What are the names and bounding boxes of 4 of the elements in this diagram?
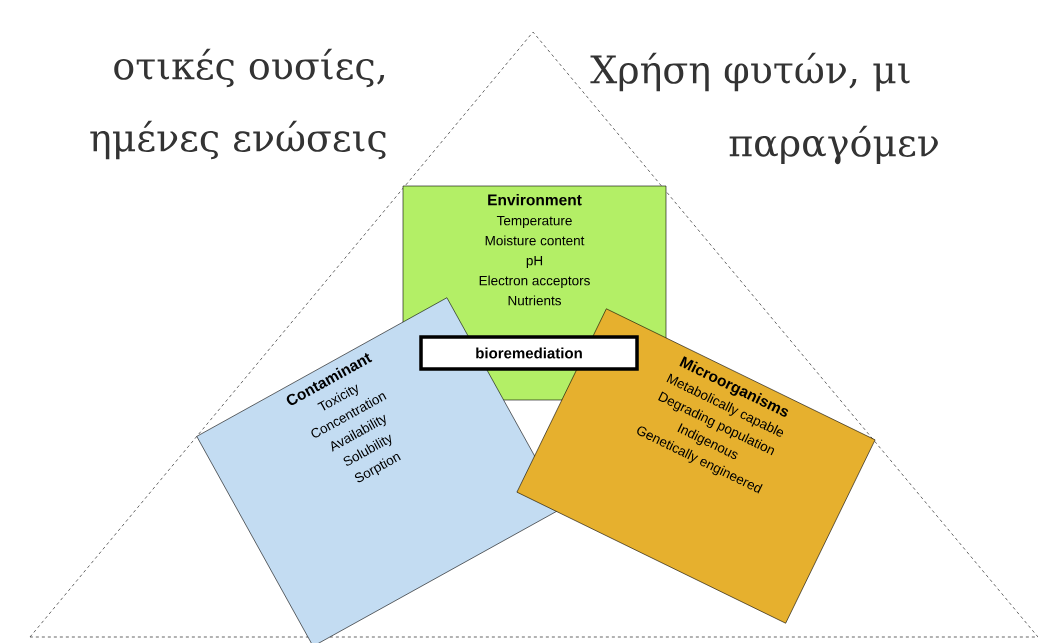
slide-text: Χρήση φυτών, μι bbox=[590, 52, 910, 92]
slide-text: παραγόμεν bbox=[729, 125, 938, 165]
slide-text: οτικές ουσίες, bbox=[114, 48, 385, 88]
slide-text: ημένες ενώσεις bbox=[90, 120, 386, 160]
